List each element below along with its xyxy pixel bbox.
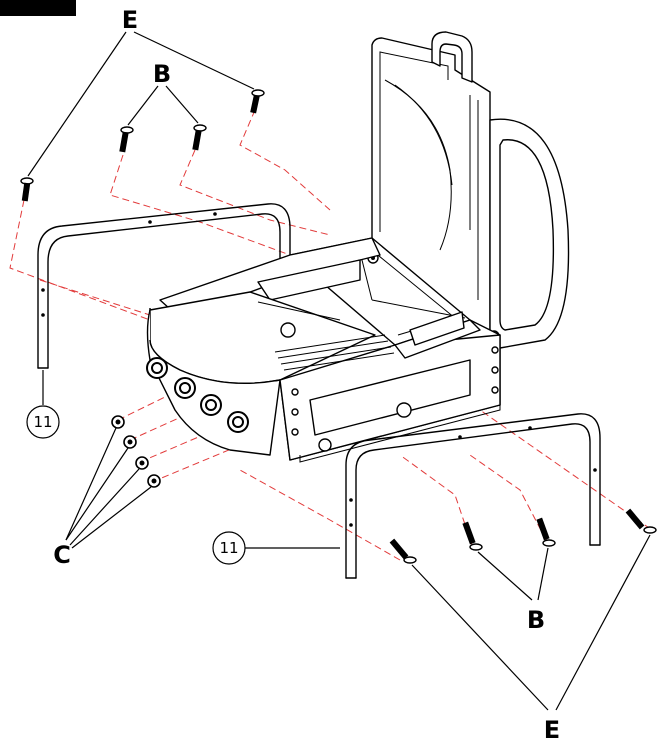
labels: E B C B E 11 11 [26,6,560,744]
bolt-e-top-right [250,89,265,114]
label-b-bottom: B [527,606,545,634]
nut-4 [147,474,161,488]
part-11-left-callout: 11 [26,405,60,439]
bolt-e-bottom-left [389,538,417,564]
bolt-b-bottom-right [536,517,556,547]
bolt-e-top-left [20,177,34,202]
right-leg-frame [345,413,601,579]
label-e-top: E [122,6,138,34]
part-11-right-callout: 11 [212,531,246,565]
bolt-b-top-right [192,124,207,151]
label-11-left: 11 [33,413,52,431]
nut-3 [135,456,149,470]
label-11-right: 11 [219,539,238,557]
bolt-e-bottom-right [625,508,657,534]
label-e-bottom: E [544,716,560,744]
grill-body [146,237,501,463]
nuts [111,415,161,488]
leader-lines [27,31,651,711]
left-leg-frame [37,203,291,369]
bolts [20,89,657,564]
corner-tab [0,0,76,16]
nut-2 [123,435,137,449]
label-c: C [53,541,71,569]
control-knobs [146,357,250,433]
label-b-top: B [153,60,171,88]
grill-lid [371,31,570,349]
bolt-b-top-left [119,126,134,153]
bolt-b-bottom-left [462,521,483,551]
nut-1 [111,415,125,429]
cooking-grates [274,334,395,371]
